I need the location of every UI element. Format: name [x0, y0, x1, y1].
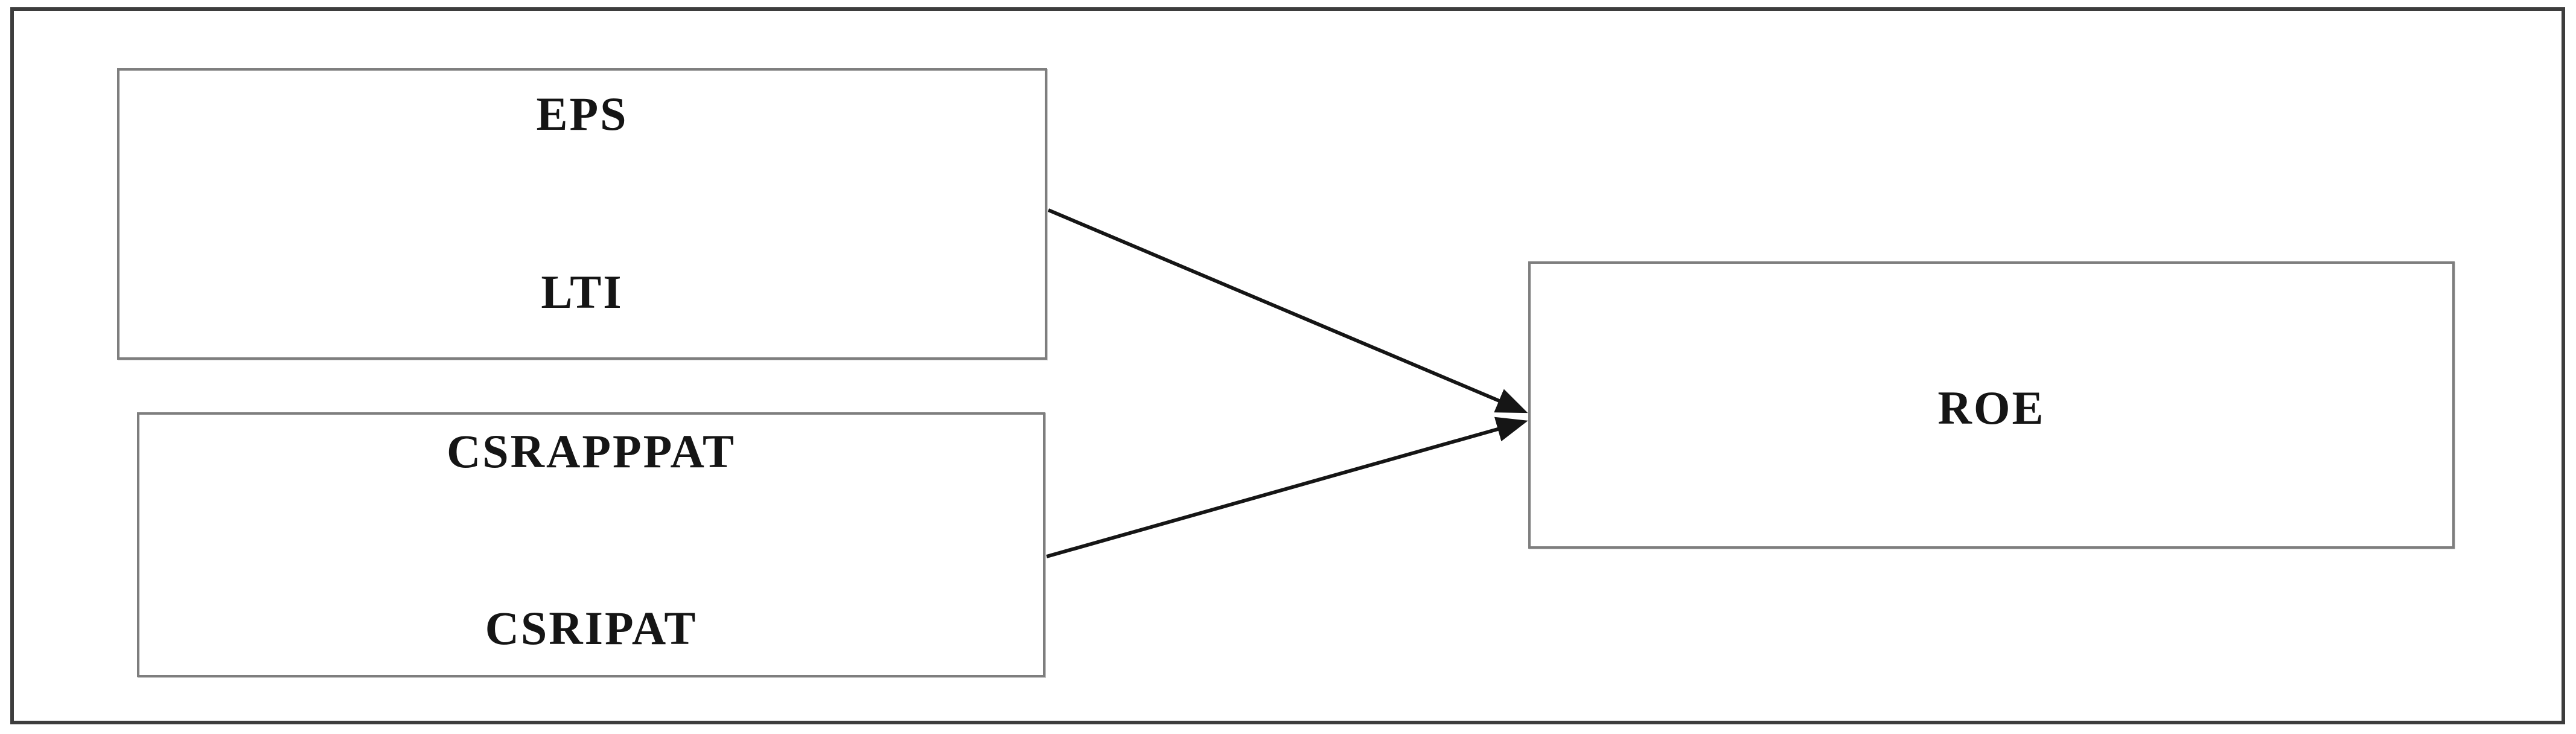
csripat-label: CSRIPAT	[485, 602, 698, 654]
eps-lti-box: EPS LTI	[117, 68, 1047, 360]
eps-label: EPS	[536, 88, 628, 140]
csr-box: CSRAPPPAT CSRIPAT	[137, 412, 1045, 677]
roe-label: ROE	[1937, 381, 2045, 434]
lti-label: LTI	[541, 266, 623, 318]
csrapppat-label: CSRAPPPAT	[446, 425, 736, 477]
roe-box: ROE	[1528, 261, 2455, 549]
